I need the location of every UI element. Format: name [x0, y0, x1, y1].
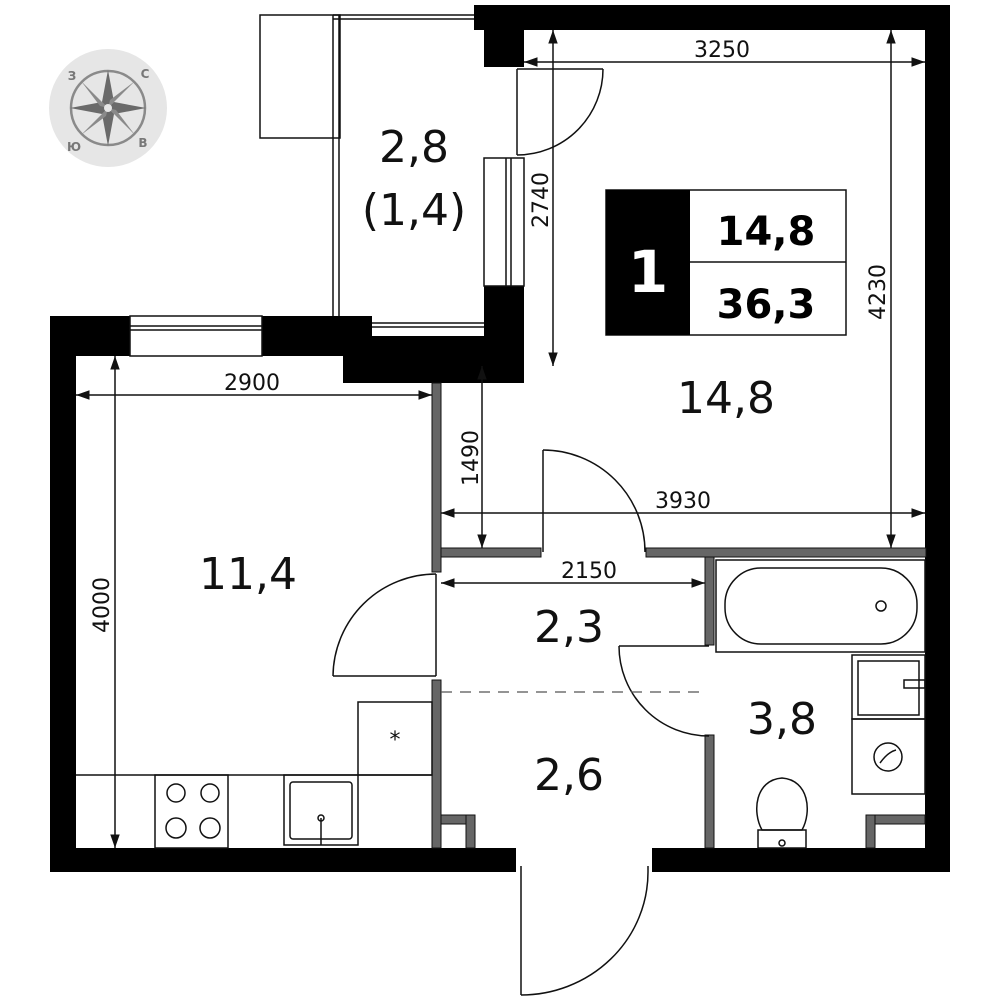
dimension-label-2740: 2740	[529, 172, 554, 228]
bathroom-sink-icon	[851, 654, 926, 720]
bathroom-door[interactable]	[618, 645, 710, 737]
walls	[50, 5, 950, 872]
apartment-badge	[605, 189, 847, 336]
dimension-label-4230: 4230	[866, 264, 891, 320]
living-room-area-label: 14,8	[677, 373, 775, 424]
washing-machine-icon	[851, 718, 926, 795]
living-room-door[interactable]	[542, 449, 646, 553]
room-count: 1	[628, 238, 668, 306]
dimension-label-3930: 3930	[655, 489, 711, 514]
dimension-lines	[76, 30, 925, 848]
bathroom-area-label: 3,8	[747, 694, 817, 745]
total-area-value: 36,3	[717, 282, 816, 328]
partitions	[431, 382, 927, 849]
kitchen-area-label: 11,4	[199, 549, 297, 600]
dimension-label-2900: 2900	[224, 371, 280, 396]
living-area-value: 14,8	[717, 209, 816, 255]
compass-west-label: З	[68, 69, 77, 83]
balcony-reduced-area-label: (1,4)	[362, 185, 466, 236]
hall-area-label: 2,6	[534, 750, 604, 801]
balcony-window	[483, 157, 525, 287]
kitchen-counter	[76, 701, 433, 776]
balcony-area-label: 2,8	[379, 122, 449, 173]
entrance-door[interactable]	[520, 866, 649, 996]
dimension-label-1490: 1490	[459, 430, 484, 486]
stove-icon	[154, 774, 229, 849]
bathtub-icon	[715, 559, 926, 653]
corridor-area-label: 2,3	[534, 602, 604, 653]
dimension-label-3250: 3250	[694, 38, 750, 63]
kitchen-sink-icon	[283, 774, 359, 846]
dimension-label-4000: 4000	[90, 577, 115, 633]
fridge-icon: *	[390, 728, 401, 753]
kitchen-window	[129, 315, 263, 357]
compass-rose-icon	[49, 49, 167, 167]
compass-south-label: Ю	[67, 140, 81, 154]
balcony-door[interactable]	[516, 68, 604, 156]
kitchen-door[interactable]	[332, 573, 437, 677]
toilet-icon	[755, 777, 809, 849]
compass-east-label: В	[138, 136, 147, 150]
compass-north-label: С	[141, 67, 150, 81]
dimension-label-2150: 2150	[561, 559, 617, 584]
